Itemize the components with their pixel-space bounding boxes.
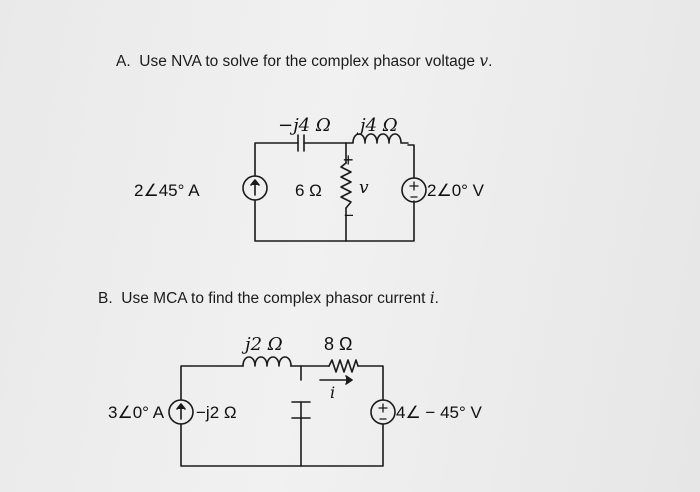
circuit-a-capacitor <box>297 134 305 152</box>
problem-b-text: Use MCA to find the complex phasor curre… <box>121 290 430 307</box>
circuit-a-resistor-label: 6 Ω <box>295 181 322 200</box>
circuit-b-resistor <box>328 359 359 373</box>
circuit-a-minus-sign: − <box>344 206 354 225</box>
problem-a-statement: A. Use NVA to solve for the complex phas… <box>116 52 492 71</box>
circuit-b-current-arrow <box>319 375 353 385</box>
circuit-a-voltage-source <box>401 177 427 203</box>
circuit-a-capacitor-label: −j4 Ω <box>278 115 331 136</box>
circuit-b-voltage-source-label: 4∠ − 45° V <box>396 403 482 422</box>
circuit-b-wiring <box>180 365 384 467</box>
problem-a-variable: v <box>479 52 489 70</box>
circuit-b-voltage-source <box>370 399 396 425</box>
circuit-a-wiring <box>254 142 415 242</box>
circuit-b-capacitor-label: −j2 Ω <box>196 403 237 422</box>
circuit-a-inductor-label: j4 Ω <box>356 115 398 136</box>
circuit-b-inductor <box>242 356 292 367</box>
circuit-a-current-source <box>242 175 268 201</box>
circuit-a-resistor <box>340 162 352 209</box>
problem-b-statement: B. Use MCA to find the complex phasor cu… <box>98 289 439 308</box>
circuit-b-current-variable: i <box>330 383 335 402</box>
circuit-a-inductor <box>345 133 409 144</box>
circuit-a-voltage-variable: v <box>359 178 369 198</box>
problem-a-text: Use NVA to solve for the complex phasor … <box>139 53 480 70</box>
circuit-a-current-source-label: 2∠45° A <box>134 181 200 200</box>
circuit-b-current-source <box>168 399 194 425</box>
problem-b-period: . <box>434 290 439 307</box>
problem-b-letter: B. <box>98 290 113 307</box>
circuit-b-inductor-label: j2 Ω <box>241 334 283 355</box>
circuit-b-resistor-label: 8 Ω <box>324 334 352 354</box>
problem-b-variable: i <box>429 289 435 307</box>
circuit-b-capacitor <box>291 401 311 419</box>
problem-a-period: . <box>488 53 493 70</box>
problem-a-letter: A. <box>116 53 131 70</box>
circuit-a-plus-sign: + <box>343 150 354 170</box>
circuit-b-current-source-label: 3∠0° A <box>108 403 165 422</box>
circuit-a-voltage-source-label: 2∠0° V <box>427 181 485 200</box>
